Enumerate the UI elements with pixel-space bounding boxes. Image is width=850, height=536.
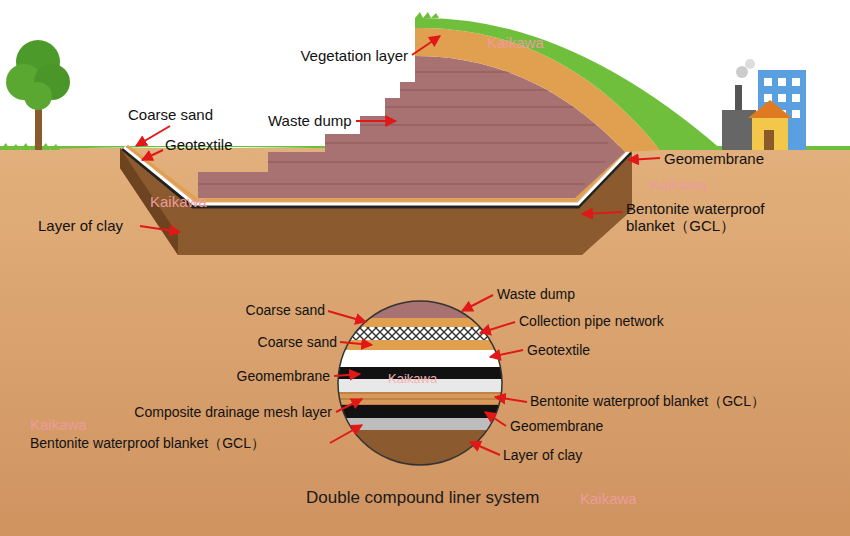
caption: Double compound liner system bbox=[306, 488, 539, 508]
layer-label: Coarse sand bbox=[246, 302, 325, 318]
layer-label: Bentonite waterproof blanket（GCL） bbox=[530, 393, 765, 409]
watermark: Kaikawa bbox=[650, 176, 707, 193]
layer-label: Bentonite waterproof blanket（GCL） bbox=[30, 435, 265, 451]
layer-label: Collection pipe network bbox=[519, 313, 664, 329]
watermark: Kaikawa bbox=[30, 416, 87, 433]
watermark: Kaikawa bbox=[487, 34, 544, 51]
watermark: Kaikawa bbox=[150, 193, 207, 210]
layer-label: Layer of clay bbox=[38, 217, 123, 234]
layer-label: Coarse sand bbox=[258, 334, 337, 350]
layer-label: Layer of clay bbox=[503, 447, 582, 463]
layer-label: Geomembrane bbox=[510, 418, 603, 434]
layer-label: Geotextile bbox=[527, 342, 590, 358]
layer-label: Geomembrane bbox=[237, 368, 330, 384]
layer-label: Vegetation layer bbox=[300, 47, 408, 64]
layer-label: Bentonite waterproof blanket（GCL） bbox=[626, 200, 816, 235]
layer-label: Geotextile bbox=[165, 136, 233, 153]
layer-label: Geomembrane bbox=[664, 150, 764, 167]
layer-label: Waste dump bbox=[268, 112, 352, 129]
watermark: Kaikawa bbox=[388, 372, 437, 387]
watermark: Kaikawa bbox=[580, 490, 637, 507]
layer-label: Coarse sand bbox=[128, 106, 213, 123]
layer-label: Waste dump bbox=[497, 286, 575, 302]
layer-label: Composite drainage mesh layer bbox=[134, 404, 332, 420]
